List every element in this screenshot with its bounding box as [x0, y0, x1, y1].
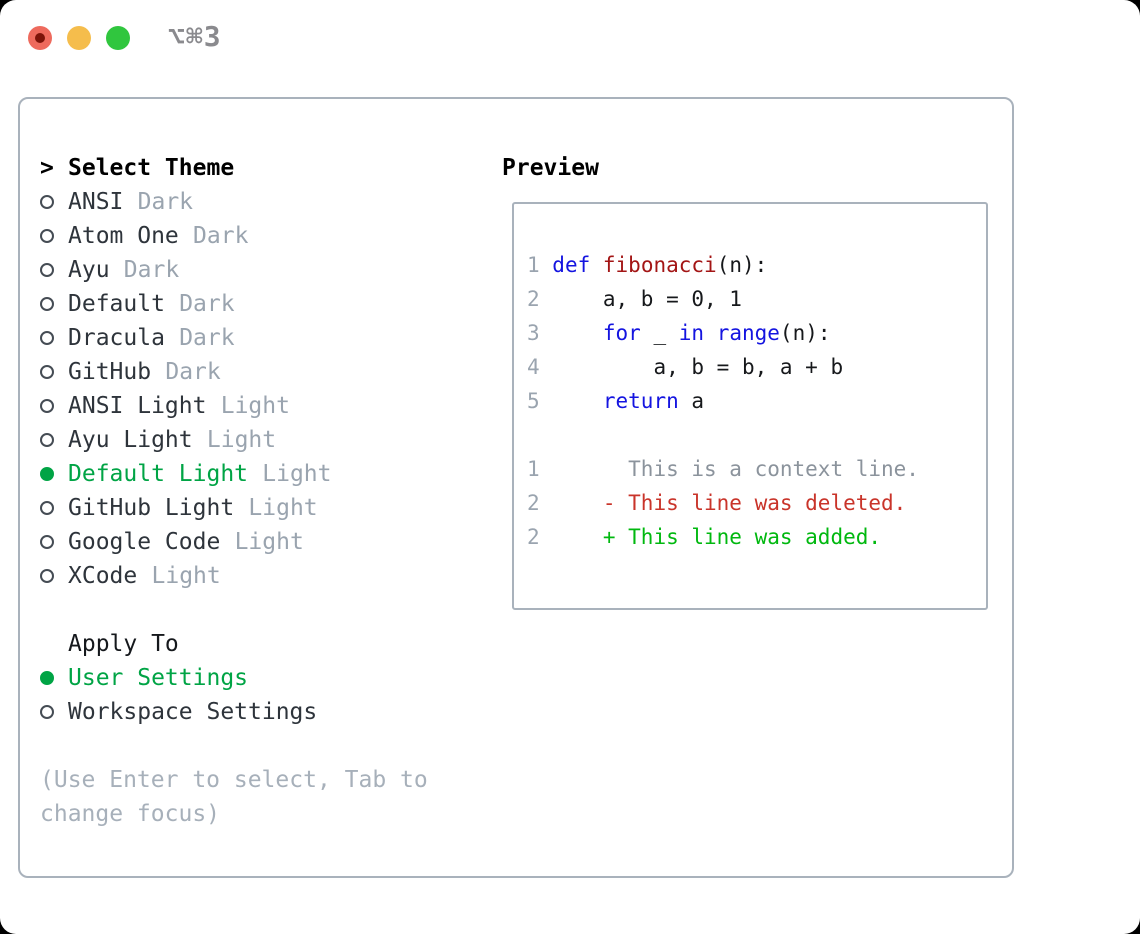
radio-icon	[40, 569, 68, 583]
apply-option-user-settings[interactable]: User Settings	[40, 661, 428, 695]
select-theme-header: > Select Theme	[40, 151, 428, 185]
theme-variant-badge: Light	[234, 529, 304, 555]
line-number: 1	[527, 253, 553, 277]
theme-option-ansi-light[interactable]: ANSI Light Light	[40, 389, 428, 423]
radio-icon	[40, 365, 68, 379]
theme-variant-badge: Dark	[179, 325, 235, 351]
code-line: 3 for _ in range(n):	[527, 321, 831, 345]
line-number: 4	[527, 355, 553, 379]
theme-variant-badge: Dark	[123, 257, 180, 283]
theme-option-github[interactable]: GitHub Dark	[40, 355, 428, 389]
theme-name: GitHub	[68, 359, 152, 385]
code-line: 4 a, b = b, a + b	[527, 355, 844, 379]
line-number: 2	[527, 491, 553, 515]
radio-icon	[40, 535, 68, 549]
theme-variant-badge: Light	[206, 427, 277, 453]
line-number: 1	[527, 457, 553, 481]
preview-pane: 1 def fibonacci(n): 2 a, b = 0, 1 3 for _ …	[512, 202, 988, 610]
theme-variant-badge: Dark	[179, 291, 235, 317]
radio-icon	[40, 297, 68, 311]
theme-option-ayu[interactable]: Ayu Dark	[40, 253, 428, 287]
line-number: 2	[527, 287, 553, 311]
theme-name: ANSI Light	[68, 393, 207, 419]
spacer-row	[40, 593, 428, 627]
theme-name: ANSI	[68, 189, 124, 215]
theme-variant-badge: Light	[220, 393, 290, 419]
theme-name: Dracula	[68, 325, 165, 351]
theme-name: XCode	[68, 563, 138, 589]
radio-icon	[40, 433, 68, 447]
line-number: 2	[527, 525, 553, 549]
apply-to-title: Apply To	[68, 631, 179, 657]
theme-name: Atom One	[68, 223, 179, 249]
apply-to-header: Apply To	[40, 627, 428, 661]
theme-option-atom-one[interactable]: Atom One Dark	[40, 219, 428, 253]
code-line: 1 def fibonacci(n):	[527, 253, 768, 277]
radio-selected-icon	[40, 467, 68, 481]
window-controls	[28, 26, 130, 50]
preview-code: 1 def fibonacci(n): 2 a, b = 0, 1 3 for _ …	[527, 248, 986, 554]
theme-variant-badge: Light	[248, 495, 318, 521]
theme-option-default[interactable]: Default Dark	[40, 287, 428, 321]
theme-option-github-light[interactable]: GitHub Light Light	[40, 491, 428, 525]
radio-icon	[40, 399, 68, 413]
theme-option-google-code[interactable]: Google Code Light	[40, 525, 428, 559]
theme-variant-badge: Dark	[165, 359, 221, 385]
line-number: 3	[527, 321, 553, 345]
code-line: 2 - This line was deleted.	[527, 491, 907, 515]
theme-option-ansi[interactable]: ANSI Dark	[40, 185, 428, 219]
theme-variant-badge: Light	[262, 461, 332, 487]
window-shortcut-label: ⌥⌘3	[168, 20, 222, 53]
hint-line-1: (Use Enter to select, Tab to	[40, 767, 428, 793]
zoom-button[interactable]	[106, 26, 130, 50]
radio-icon	[40, 331, 68, 345]
preview-title: Preview	[502, 155, 599, 181]
theme-name: Ayu Light	[68, 427, 193, 453]
select-theme-title: Select Theme	[68, 155, 235, 181]
theme-option-default-light[interactable]: Default Light Light	[40, 457, 428, 491]
radio-icon	[40, 501, 68, 515]
theme-option-xcode[interactable]: XCode Light	[40, 559, 428, 593]
radio-icon	[40, 263, 68, 277]
cursor-chevron-icon: >	[40, 155, 54, 181]
radio-icon	[40, 705, 68, 719]
theme-name: GitHub Light	[68, 495, 235, 521]
theme-variant-badge: Dark	[137, 189, 194, 215]
apply-option-workspace-settings[interactable]: Workspace Settings	[40, 695, 428, 729]
theme-option-dracula[interactable]: Dracula Dark	[40, 321, 428, 355]
theme-name: Default Light	[68, 461, 249, 487]
radio-icon	[40, 195, 68, 209]
theme-variant-badge: Light	[151, 563, 221, 589]
spacer-row	[40, 729, 428, 763]
theme-name: Ayu	[68, 257, 110, 283]
code-line	[527, 418, 986, 452]
line-number	[527, 423, 552, 447]
theme-name: Google Code	[68, 529, 221, 555]
hint-line-2: change focus)	[40, 801, 221, 827]
code-line: 1 This is a context line.	[527, 457, 919, 481]
radio-selected-icon	[40, 671, 68, 685]
theme-variant-badge: Dark	[193, 223, 249, 249]
code-line: 2 + This line was added.	[527, 525, 882, 549]
minimize-button[interactable]	[67, 26, 91, 50]
theme-option-ayu-light[interactable]: Ayu Light Light	[40, 423, 428, 457]
code-line: 5 return a	[527, 389, 705, 413]
theme-name: Default	[68, 291, 165, 317]
code-line: 2 a, b = 0, 1	[527, 287, 742, 311]
apply-option-label: Workspace Settings	[68, 699, 318, 725]
radio-icon	[40, 229, 68, 243]
close-button[interactable]	[28, 26, 52, 50]
apply-option-label: User Settings	[68, 665, 249, 691]
line-number: 5	[527, 389, 553, 413]
